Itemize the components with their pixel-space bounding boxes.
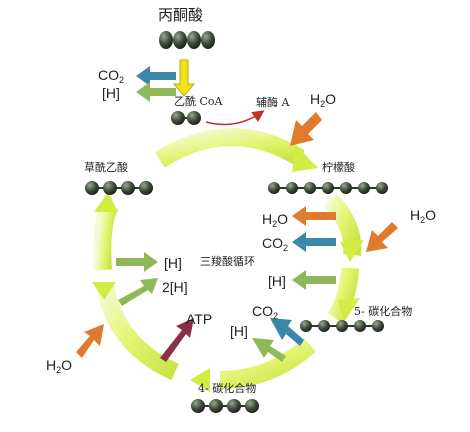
h2o-label-top: H2O	[310, 91, 337, 109]
co2-label-mid: CO2	[262, 235, 289, 253]
acetyl-coa-label: 乙酰 CoA	[174, 95, 223, 108]
ring-head-bottom	[190, 368, 210, 392]
ring-arc-right-lower	[327, 267, 359, 324]
cycle-ring	[93, 128, 362, 389]
oxaloacetate-label: 草酰乙酸	[84, 161, 128, 174]
cycle-name-label: 三羧酸循环	[200, 255, 255, 268]
h2o-arrow-left	[76, 324, 104, 358]
co2-label-top: CO2	[98, 67, 125, 85]
pyruvate-beads	[159, 31, 215, 49]
citrate-beads	[268, 182, 388, 194]
h-arrow-left-center	[116, 252, 158, 272]
h2o-label-mid: H2O	[262, 211, 289, 229]
ring-head-right	[340, 240, 364, 262]
h-label-mid: [H]	[268, 273, 286, 289]
ring-head-top	[292, 145, 318, 172]
c4-beads	[191, 399, 259, 413]
ring-arc-top	[155, 128, 305, 168]
ring-arc-left-lower	[96, 283, 179, 381]
coa-release-arrow	[205, 110, 265, 126]
c5-label: 5- 碳化合物	[354, 305, 413, 318]
h-label-low: [H]	[230, 323, 248, 339]
h2o-arrow-mid	[292, 206, 336, 226]
atp-arrow	[160, 318, 194, 362]
h2o-arrow-top	[290, 112, 322, 146]
c4-label: 4- 碳化合物	[198, 382, 257, 395]
ring-arc-left-upper	[93, 200, 119, 271]
h-label-left: [H]	[164, 255, 182, 271]
h2o-label-right: H2O	[410, 207, 437, 225]
co2-label-low: CO2	[252, 303, 279, 321]
ring-head-left2	[94, 192, 118, 212]
co2-arrow-mid	[292, 232, 336, 252]
h2o-label-left: H2O	[46, 357, 73, 375]
2h-arrow-left-center	[118, 278, 158, 306]
ring-head-left	[92, 282, 116, 300]
h-arrow-top	[136, 82, 176, 102]
citrate-label: 柠檬酸	[322, 161, 355, 174]
h-arrow-low	[252, 338, 286, 362]
oxaloacetate-beads	[85, 181, 153, 195]
h-arrow-mid	[292, 270, 336, 290]
h2o-arrow-right	[366, 222, 398, 252]
acetyl-coa-beads	[171, 111, 201, 125]
coenzyme-a-label: 辅酶 A	[256, 96, 290, 109]
2h-label-left: 2[H]	[162, 279, 188, 295]
pyruvate-label: 丙酮酸	[158, 6, 204, 24]
c5-beads	[300, 320, 384, 332]
co2-arrow-top	[136, 66, 176, 86]
atp-label: ATP	[186, 311, 213, 327]
ring-arc-bottom	[219, 338, 316, 389]
co2-arrow-low	[270, 318, 304, 346]
h-label-top: [H]	[102, 85, 120, 101]
ring-arrowheads	[92, 145, 364, 392]
ring-head-right2	[338, 298, 360, 322]
yellow-down-arrow	[172, 59, 196, 97]
